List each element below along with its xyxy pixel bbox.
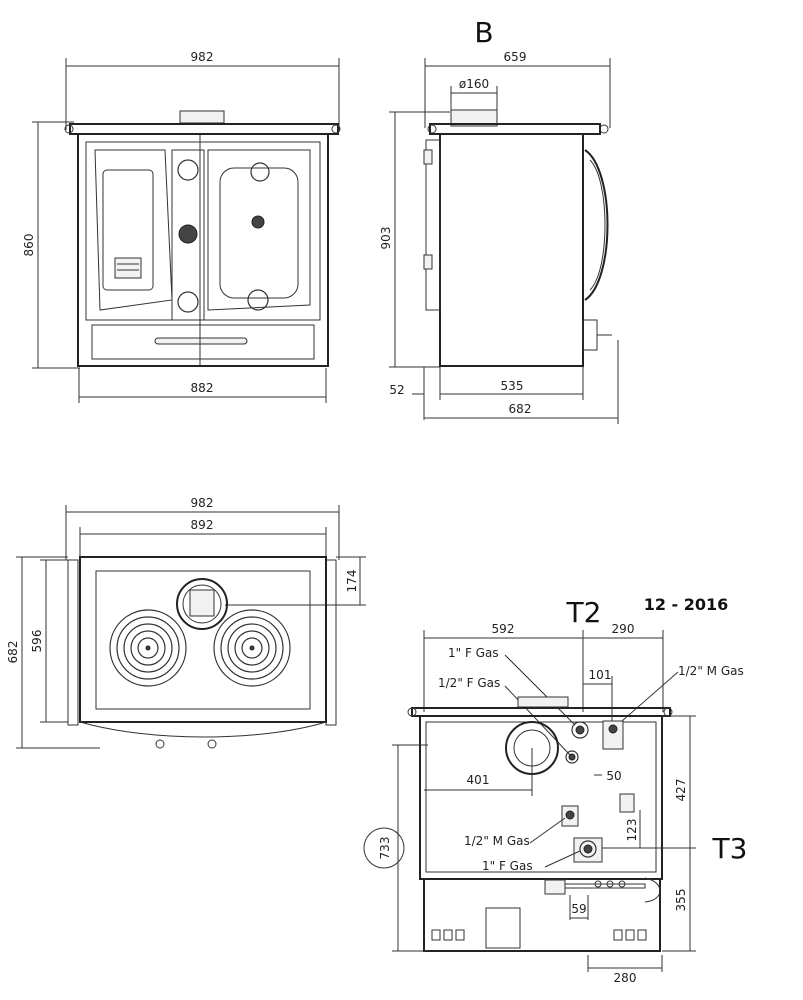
dim-50: 50 — [606, 769, 621, 783]
side-flue: ø160 — [459, 77, 489, 91]
top-flue-offset: 174 — [345, 570, 359, 593]
dim-733: 733 — [378, 837, 392, 860]
side-view: B 659 ø160 903 52 53 — [379, 16, 619, 424]
front-width-top: 982 — [191, 50, 214, 64]
top-depth-outer: 682 — [6, 641, 20, 664]
side-offset: 52 — [389, 383, 404, 397]
dim-290: 290 — [612, 622, 635, 636]
view-label-b: B — [474, 16, 493, 49]
side-height: 903 — [379, 227, 393, 250]
side-body: 535 — [501, 379, 524, 393]
front-view: 982 860 882 — [22, 50, 341, 403]
dim-59: 59 — [571, 902, 586, 916]
top-width-inner: 892 — [191, 518, 214, 532]
dim-280: 280 — [614, 971, 637, 985]
label-half-m-gas-right: 1/2" M Gas — [678, 664, 744, 678]
t3-label: T3 — [712, 832, 748, 865]
left-hotplate — [109, 609, 187, 687]
dim-592: 592 — [492, 622, 515, 636]
top-width-outer: 982 — [191, 496, 214, 510]
side-total: 682 — [509, 402, 532, 416]
label-half-m-gas-mid: 1/2" M Gas — [464, 834, 530, 848]
top-depth-inner: 596 — [30, 630, 44, 653]
dim-401: 401 — [467, 773, 490, 787]
dim-355: 355 — [674, 889, 688, 912]
back-view: 12 - 2016 T2 T3 592 290 101 1" F Gas 1/2… — [363, 595, 748, 985]
revision-label: 12 - 2016 — [644, 595, 729, 614]
front-height: 860 — [22, 234, 36, 257]
label-1f-gas-top: 1" F Gas — [448, 646, 499, 660]
top-view: 982 892 682 596 174 — [6, 496, 366, 749]
dim-101: 101 — [589, 668, 612, 682]
side-depth-top: 659 — [504, 50, 527, 64]
t2-label: T2 — [566, 596, 602, 629]
right-hotplate — [213, 609, 291, 687]
front-width-bottom: 882 — [191, 381, 214, 395]
label-1f-gas-bottom: 1" F Gas — [482, 859, 533, 873]
dim-123: 123 — [625, 819, 639, 842]
dim-427: 427 — [674, 779, 688, 802]
label-half-f-gas: 1/2" F Gas — [438, 676, 500, 690]
